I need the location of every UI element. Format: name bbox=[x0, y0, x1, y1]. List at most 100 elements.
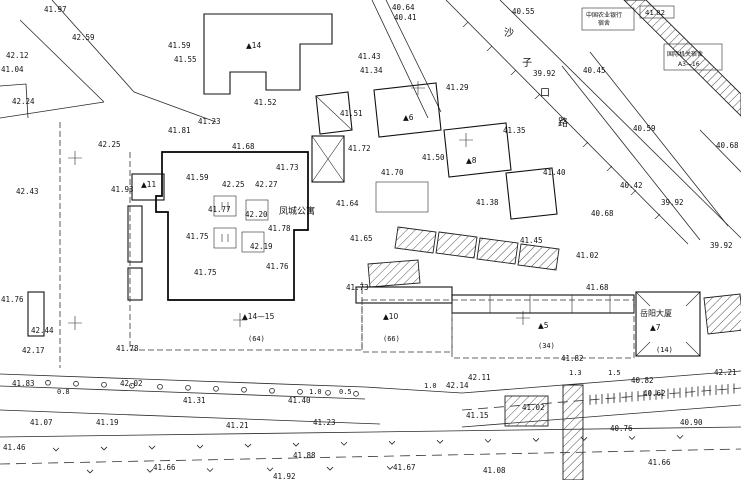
spot-elevation-label: 41.66 bbox=[648, 458, 671, 467]
spot-elevation-label: 41.08 bbox=[483, 466, 506, 475]
spot-elevation-label: 42.14 bbox=[446, 381, 469, 390]
spot-elevation-label: 42.27 bbox=[255, 180, 278, 189]
place-name-label: 凤城公寓 bbox=[279, 205, 315, 217]
street-name-char: 路 bbox=[558, 116, 568, 129]
spot-elevation-label: 42.11 bbox=[468, 373, 491, 382]
spot-elevation-label: 42.25 bbox=[222, 180, 245, 189]
bank-text-box bbox=[581, 7, 635, 31]
shrub-symbol bbox=[484, 438, 492, 443]
shrub-symbol bbox=[266, 467, 274, 472]
building-number-label: ▲11 bbox=[141, 180, 157, 189]
grid-cross bbox=[233, 313, 247, 327]
elevation-box bbox=[639, 5, 675, 19]
spot-elevation-label: 41.31 bbox=[183, 396, 206, 405]
spot-elevation-label: 42.25 bbox=[98, 140, 121, 149]
grid-crosses-layer bbox=[68, 81, 530, 330]
distance-label: 0.8 bbox=[57, 388, 70, 396]
spot-elevation-label: 40.42 bbox=[620, 181, 643, 190]
distance-label: 1.0 bbox=[309, 388, 322, 396]
building-number-label: ▲5 bbox=[538, 321, 549, 330]
hatched-block bbox=[504, 395, 549, 427]
unit-count-label: (34) bbox=[538, 342, 555, 350]
grid-cross bbox=[516, 311, 530, 325]
spot-elevation-label: 40.68 bbox=[716, 141, 739, 150]
place-name-label: 国际机关宿舍 bbox=[667, 50, 703, 58]
spot-elevation-label: 41.40 bbox=[288, 396, 311, 405]
spot-elevation-label: 41.29 bbox=[446, 83, 469, 92]
spot-elevation-label: 41.04 bbox=[1, 65, 24, 74]
building-number-label: ▲7 bbox=[650, 323, 661, 332]
place-name-label: 中国农业银行 bbox=[586, 11, 622, 19]
spot-elevation-label: 40.41 bbox=[394, 13, 417, 22]
spot-elevation-label: 41.55 bbox=[174, 55, 197, 64]
roads-layer bbox=[0, 0, 741, 368]
spot-elevation-label: 41.66 bbox=[153, 463, 176, 472]
spot-elevation-label: 40.64 bbox=[392, 3, 415, 12]
place-name-label: A3—16 bbox=[678, 61, 700, 68]
tree-circle-symbol bbox=[101, 381, 107, 388]
buildings-layer bbox=[27, 5, 741, 357]
hatched-road-band bbox=[623, 0, 741, 117]
spot-elevation-label: 41.51 bbox=[340, 109, 363, 118]
spot-elevation-label: 41.93 bbox=[111, 185, 134, 194]
spot-elevation-label: 41.52 bbox=[254, 98, 277, 107]
shrub-symbol bbox=[292, 442, 300, 447]
parcel-boundaries-layer bbox=[129, 152, 635, 359]
unit-counts-layer: (64)(66)(34)(14) bbox=[248, 335, 673, 354]
tree-circle-symbol bbox=[269, 387, 275, 394]
spot-elevation-label: 42.19 bbox=[250, 242, 273, 251]
building-numbers-layer: ▲14▲11▲6▲8▲14—15▲10▲5▲7 bbox=[141, 41, 661, 332]
shrub-symbol bbox=[532, 437, 540, 442]
spot-elevation-label: 39.92 bbox=[710, 241, 733, 250]
tree-circle-symbol bbox=[185, 384, 191, 391]
shrub-symbol bbox=[148, 445, 156, 450]
distance-label: 1.5 bbox=[608, 369, 621, 377]
spot-elevation-label: 41.15 bbox=[466, 411, 489, 420]
spot-elevation-label: 41.34 bbox=[360, 66, 383, 75]
spot-elevation-label: 41.02 bbox=[576, 251, 599, 260]
spot-elevation-label: 41.73 bbox=[276, 163, 299, 172]
spot-elevation-label: 39.92 bbox=[661, 198, 684, 207]
spot-elevation-label: 41.19 bbox=[96, 418, 119, 427]
spot-elevation-label: 41.92 bbox=[273, 472, 296, 480]
spot-elevation-label: 42.20 bbox=[245, 210, 268, 219]
unit-count-label: (14) bbox=[656, 346, 673, 354]
place-name-label: 岳阳大厦 bbox=[640, 308, 672, 318]
yueyang-tower-outline bbox=[635, 291, 701, 357]
tree-circle-symbol bbox=[353, 391, 359, 397]
spot-elevation-label: 41.35 bbox=[503, 126, 526, 135]
building-14-outline bbox=[203, 13, 333, 95]
building-number-label: ▲14 bbox=[246, 41, 262, 50]
tree-circle-symbol bbox=[129, 382, 135, 389]
shrub-symbol bbox=[52, 447, 60, 452]
grid-cross bbox=[411, 81, 425, 95]
spot-elevation-label: 41.78 bbox=[116, 344, 139, 353]
spot-elevation-label: 41.07 bbox=[30, 418, 53, 427]
spot-elevation-label: 41.76 bbox=[266, 262, 289, 271]
street-edge-ticks bbox=[462, 21, 661, 220]
spot-elevation-label: 41.70 bbox=[381, 168, 404, 177]
building-number-label: ▲6 bbox=[403, 113, 414, 122]
spot-elevation-label: 41.23 bbox=[198, 117, 221, 126]
spot-elevation-label: 41.02 bbox=[522, 403, 545, 412]
spot-elevation-label: 41.21 bbox=[226, 421, 249, 430]
spot-elevation-label: 40.90 bbox=[680, 418, 703, 427]
spot-elevation-label: 40.82 bbox=[631, 376, 654, 385]
spot-elevation-label: 41.50 bbox=[422, 153, 445, 162]
street-name-char: 口 bbox=[540, 88, 550, 99]
shrub-symbol bbox=[676, 435, 684, 439]
distance-label: 1.3 bbox=[569, 369, 582, 377]
spot-elevation-label: 41.75 bbox=[194, 268, 217, 277]
tree-circle-symbol bbox=[157, 383, 163, 390]
building-number-label: ▲14—15 bbox=[242, 312, 275, 321]
grid-cross bbox=[68, 316, 82, 330]
spot-elevation-label: 40.55 bbox=[512, 7, 535, 16]
road-decoration-layer bbox=[45, 379, 735, 474]
building-number-label: ▲8 bbox=[466, 156, 477, 165]
spot-elevations-layer: 41.9742.5942.1241.0442.2441.5941.5541.52… bbox=[1, 3, 739, 480]
bottom-roads-layer bbox=[0, 370, 741, 480]
spot-elevation-label: 41.43 bbox=[358, 52, 381, 61]
spot-elevation-label: 41.68 bbox=[586, 283, 609, 292]
